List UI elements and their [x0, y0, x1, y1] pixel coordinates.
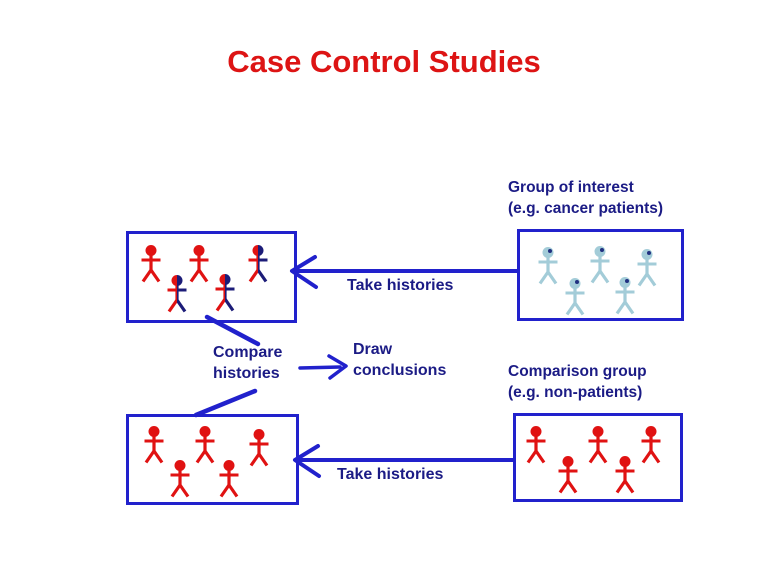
stick-figure-red	[144, 426, 164, 464]
case-group-box	[126, 231, 297, 323]
stick-figure-red	[641, 426, 661, 464]
stick-figure-split	[215, 274, 235, 312]
comparison-group-line1: Comparison group	[508, 363, 647, 380]
stick-figure-lightblue	[615, 277, 635, 315]
comparison-group-label: Comparison group (e.g. non-patients)	[508, 361, 647, 403]
stick-figure-lightblue	[565, 278, 585, 316]
stick-figure-red	[558, 456, 578, 494]
stick-figure-red	[189, 245, 209, 283]
compare-bottom-connector-line	[193, 388, 258, 418]
control-group-box	[126, 414, 299, 505]
draw-conclusions-line2: conclusions	[353, 362, 447, 379]
stick-figure-red	[141, 245, 161, 283]
group-of-interest-line2: (e.g. cancer patients)	[508, 200, 664, 217]
comparison-group-line2: (e.g. non-patients)	[508, 384, 643, 401]
stick-figure-red	[170, 460, 190, 498]
draw-conclusions-arrow	[298, 354, 348, 380]
take-histories-top-label: Take histories	[347, 277, 454, 294]
take-histories-bottom-label: Take histories	[337, 466, 444, 483]
compare-histories-line2: histories	[213, 365, 280, 382]
group-of-interest-line1: Group of interest	[508, 179, 634, 196]
stick-figure-red	[249, 429, 269, 467]
slide-title: Case Control Studies	[227, 44, 541, 79]
group-of-interest-box	[517, 229, 684, 321]
group-of-interest-label: Group of interest (e.g. cancer patients)	[508, 177, 663, 219]
draw-conclusions-label: Draw conclusions	[353, 339, 446, 381]
draw-conclusions-line1: Draw	[353, 341, 393, 358]
stick-figure-lightblue	[637, 249, 657, 287]
stick-figure-red	[195, 426, 215, 464]
compare-histories-label: Compare histories	[213, 342, 282, 384]
stick-figure-split	[167, 275, 187, 313]
stick-figure-split	[248, 245, 268, 283]
stick-figure-lightblue	[590, 246, 610, 284]
stick-figure-red	[615, 456, 635, 494]
stick-figure-red	[588, 426, 608, 464]
stick-figure-red	[219, 460, 239, 498]
comparison-group-box	[513, 413, 683, 502]
stick-figure-red	[526, 426, 546, 464]
stick-figure-lightblue	[538, 247, 558, 285]
compare-histories-line1: Compare	[213, 344, 283, 361]
